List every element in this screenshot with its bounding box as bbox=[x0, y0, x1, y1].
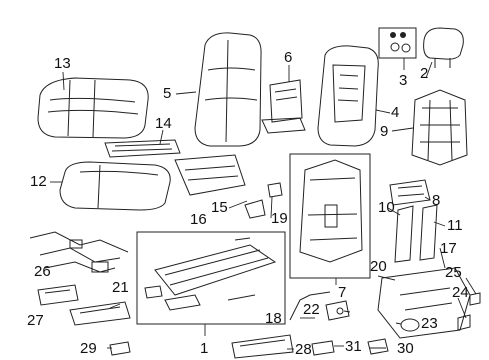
bottom-parts bbox=[109, 334, 389, 359]
small-bracket bbox=[325, 300, 350, 321]
callout-19: 19 bbox=[271, 210, 288, 227]
callout-12: 12 bbox=[30, 173, 47, 190]
callout-5: 5 bbox=[163, 85, 172, 102]
callout-3: 3 bbox=[399, 72, 408, 89]
callout-15: 15 bbox=[211, 199, 228, 216]
fasteners bbox=[378, 27, 417, 59]
wiring-harness bbox=[29, 231, 129, 273]
callout-28: 28 bbox=[295, 341, 312, 358]
callout-13: 13 bbox=[54, 55, 71, 72]
callout-1: 1 bbox=[200, 340, 209, 357]
callout-16: 16 bbox=[190, 211, 207, 228]
callout-25: 25 bbox=[445, 264, 462, 281]
seat-cushion bbox=[59, 161, 171, 211]
callout-27: 27 bbox=[27, 312, 44, 329]
seat-back-cover bbox=[194, 32, 262, 147]
seat-back-frame-cover bbox=[317, 45, 379, 147]
callout-4: 4 bbox=[391, 104, 400, 121]
switch-knobs bbox=[457, 292, 481, 331]
callout-7: 7 bbox=[338, 284, 347, 301]
heating-element bbox=[104, 139, 181, 158]
callout-14: 14 bbox=[155, 115, 172, 132]
cushion-frame-wiring bbox=[174, 154, 283, 219]
callout-26: 26 bbox=[34, 263, 51, 280]
seat-adjuster bbox=[144, 237, 277, 311]
callout-18: 18 bbox=[265, 310, 282, 327]
mounting-bracket bbox=[69, 301, 131, 326]
back-frame-box bbox=[289, 153, 371, 279]
callout-2: 2 bbox=[420, 65, 429, 82]
switch-button bbox=[400, 318, 420, 332]
seat-back-frame bbox=[411, 89, 468, 166]
callout-10: 10 bbox=[378, 199, 395, 216]
adjuster-frame-box bbox=[136, 231, 286, 325]
seat-cushion-cover bbox=[37, 77, 149, 139]
callout-11: 11 bbox=[447, 217, 463, 234]
side-panels bbox=[394, 204, 438, 263]
callout-22: 22 bbox=[303, 301, 320, 318]
back-frame bbox=[299, 159, 363, 263]
callout-20: 20 bbox=[370, 258, 387, 275]
leader-lines bbox=[50, 58, 477, 350]
back-panel-pad bbox=[261, 79, 306, 134]
callout-29: 29 bbox=[80, 340, 97, 357]
headrest bbox=[423, 27, 464, 68]
callout-17: 17 bbox=[440, 240, 457, 257]
callout-30: 30 bbox=[397, 340, 414, 357]
callout-6: 6 bbox=[284, 49, 293, 66]
callout-8: 8 bbox=[432, 192, 441, 209]
cable bbox=[289, 291, 331, 321]
callout-31: 31 bbox=[345, 338, 362, 355]
callout-21: 21 bbox=[112, 279, 129, 296]
lumbar-support bbox=[389, 179, 431, 206]
callout-9: 9 bbox=[380, 123, 389, 140]
callout-24: 24 bbox=[452, 284, 469, 301]
callout-23: 23 bbox=[421, 315, 438, 332]
control-module bbox=[37, 284, 79, 306]
